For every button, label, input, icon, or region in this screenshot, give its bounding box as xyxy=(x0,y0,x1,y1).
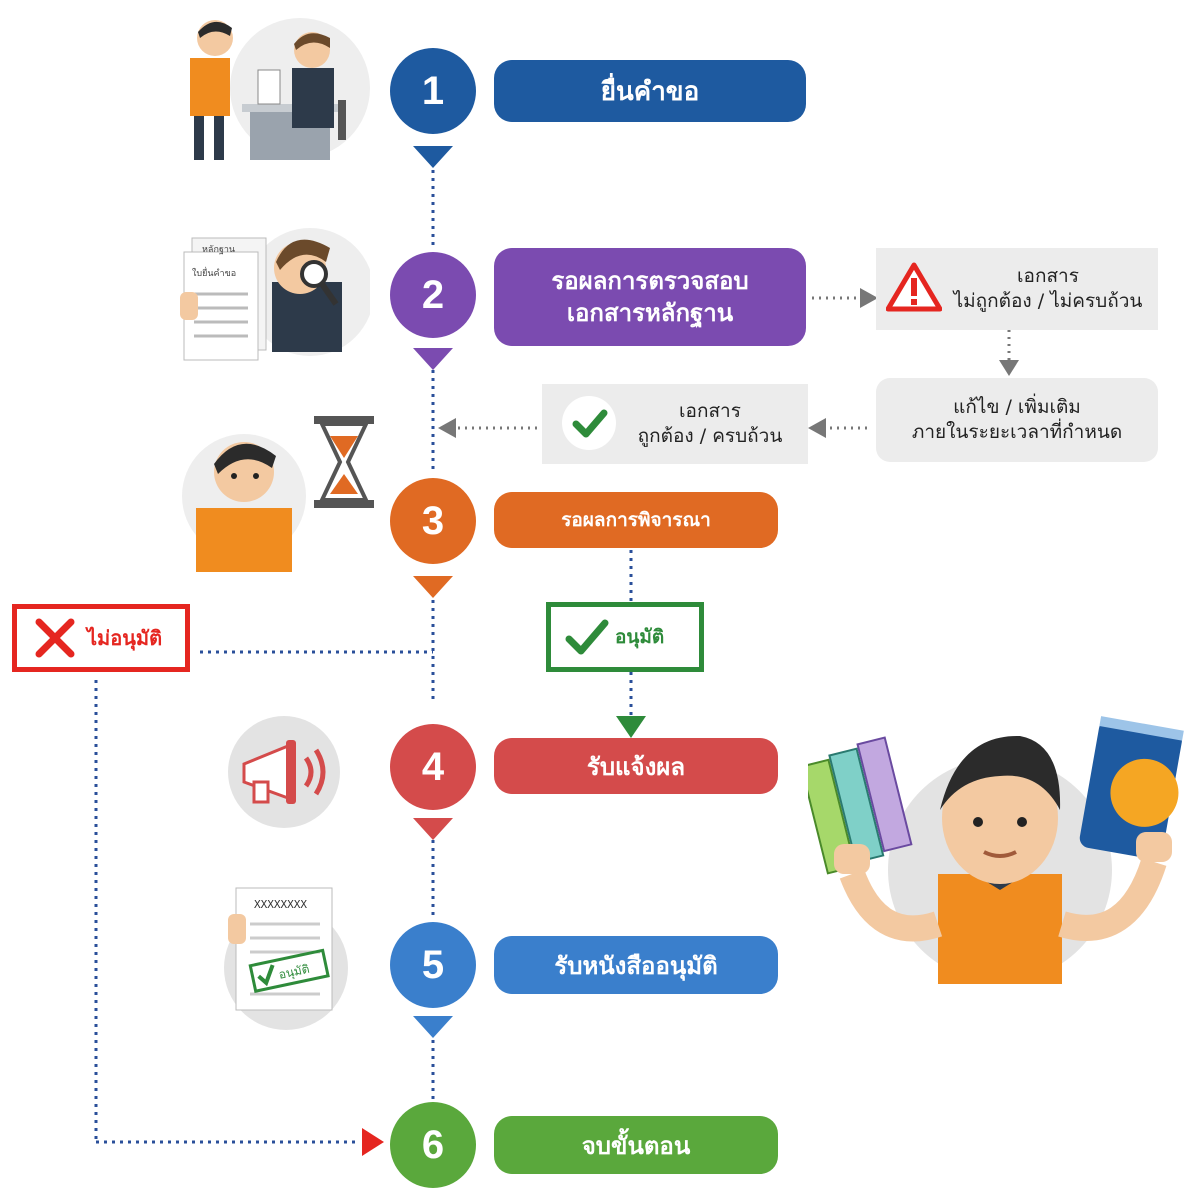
invalid-doc-line1: เอกสาร xyxy=(1017,265,1079,288)
reject-label: ไม่อนุมัติ xyxy=(87,626,163,650)
megaphone-icon xyxy=(242,740,326,804)
approve-box: อนุมัติ xyxy=(546,602,704,672)
step-2-number: 2 xyxy=(390,252,476,338)
step-4-label: รับแจ้งผล xyxy=(494,738,778,794)
illustration-waiting xyxy=(182,416,374,572)
valid-documents-box: เอกสาร ถูกต้อง / ครบถ้วน xyxy=(542,384,808,464)
check-icon xyxy=(565,619,609,655)
step-3-number: 3 xyxy=(390,478,476,564)
illustration-notification xyxy=(228,716,340,828)
step-2-label: รอผลการตรวจสอบ เอกสารหลักฐาน xyxy=(494,248,806,346)
illustration-document-review: หลักฐาน ใบยื่นคำขอ xyxy=(180,228,370,361)
warning-icon xyxy=(886,262,942,312)
doc-title: หลักฐาน xyxy=(202,245,235,255)
step-6-label: จบขั้นตอน xyxy=(494,1116,778,1174)
fix-line1: แก้ไข / เพิ่มเติม xyxy=(953,396,1081,419)
fix-line2: ภายในระยะเวลาที่กำหนด xyxy=(911,421,1123,443)
step-2-label-line2: เอกสารหลักฐาน xyxy=(566,299,734,327)
magnifier-icon xyxy=(300,260,339,306)
approve-label: อนุมัติ xyxy=(615,626,665,648)
cross-icon xyxy=(35,618,75,658)
illustration-happy-customer xyxy=(808,716,1184,984)
illustration-approval-letter: XXXXXXXX อนุมัติ xyxy=(224,887,348,1030)
illustration-submit-request xyxy=(190,18,370,160)
step-2-label-line1: รอผลการตรวจสอบ xyxy=(551,266,749,295)
step-5-label: รับหนังสืออนุมัติ xyxy=(494,936,778,994)
letter-header: XXXXXXXX xyxy=(254,898,307,911)
reject-box: ไม่อนุมัติ xyxy=(12,604,190,672)
doc-subtitle: ใบยื่นคำขอ xyxy=(192,266,236,279)
invalid-documents-box: เอกสาร ไม่ถูกต้อง / ไม่ครบถ้วน xyxy=(876,248,1158,330)
fix-documents-box: แก้ไข / เพิ่มเติม ภายในระยะเวลาที่กำหนด xyxy=(876,378,1158,462)
step-4-number: 4 xyxy=(390,724,476,810)
valid-doc-line1: เอกสาร xyxy=(679,400,741,423)
step-1-number: 1 xyxy=(390,48,476,134)
step-5-number: 5 xyxy=(390,922,476,1008)
step-3-label: รอผลการพิจารณา xyxy=(494,492,778,548)
hourglass-icon xyxy=(314,416,374,508)
invalid-doc-line2: ไม่ถูกต้อง / ไม่ครบถ้วน xyxy=(953,290,1143,312)
check-icon xyxy=(562,396,616,450)
step-6-number: 6 xyxy=(390,1102,476,1188)
step-1-label: ยื่นคำขอ xyxy=(494,60,806,122)
valid-doc-line2: ถูกต้อง / ครบถ้วน xyxy=(637,425,783,447)
